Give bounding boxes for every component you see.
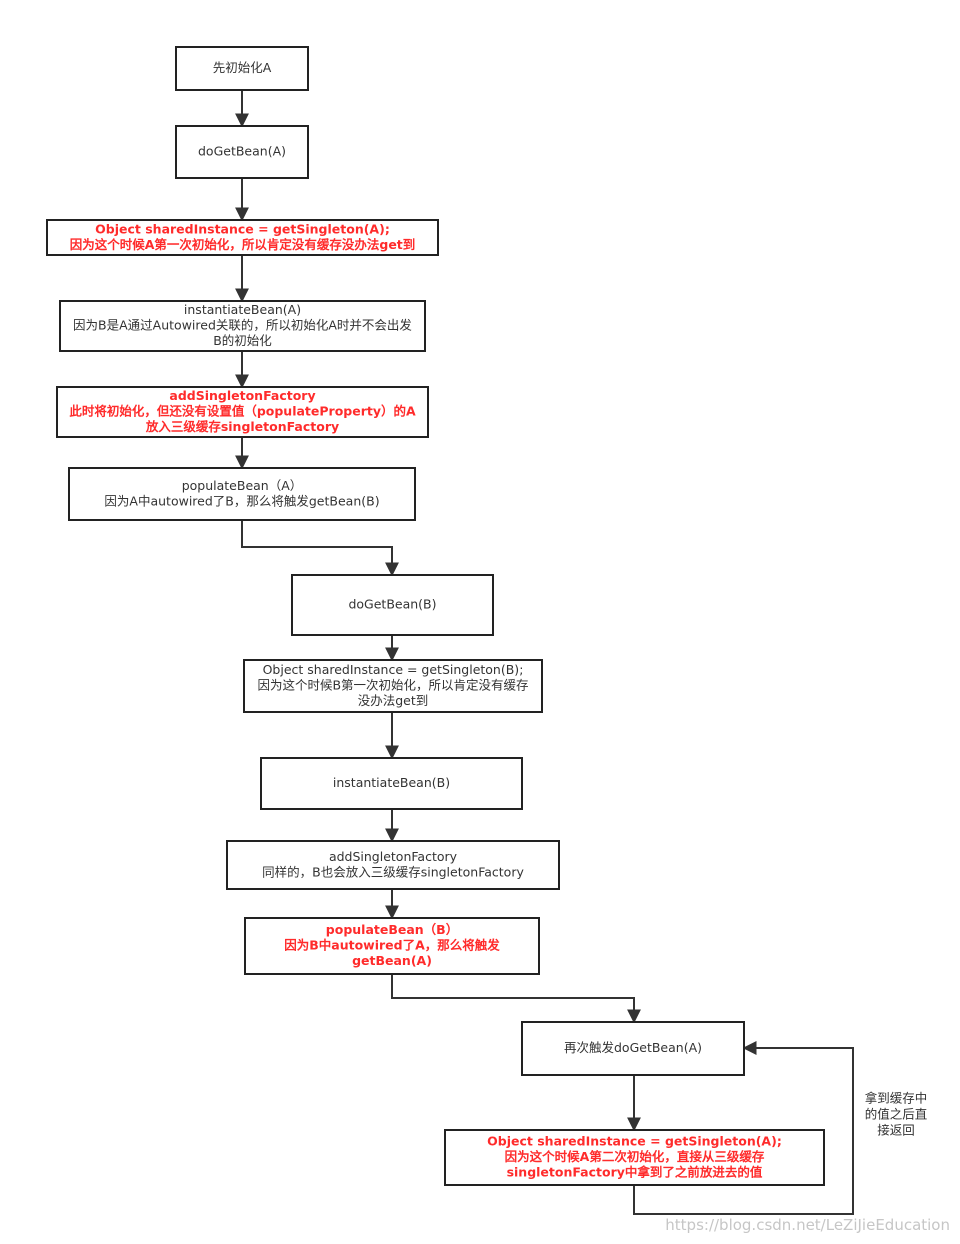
flow-node-text: 因为B中autowired了A，那么将触发 [284,938,500,953]
flow-node-text: 再次触发doGetBean(A) [564,1040,702,1055]
flow-node-n1: 先初始化A [175,46,309,91]
flow-node-text: addSingletonFactory [329,849,458,864]
flow-node-box [243,659,543,713]
flow-node-n8: Object sharedInstance = getSingleton(B);… [243,659,543,713]
arrow-13-12-return [633,1041,854,1215]
flow-node-text: populateBean（A） [182,478,303,493]
flow-node-n2: doGetBean(A) [175,125,309,179]
flow-nodes: 先初始化A doGetBean(A) Object sharedInstance =… [46,46,825,1186]
flow-node-text: 此时将初始化，但还没有设置值（populateProperty）的A [69,404,416,419]
flow-node-box [59,300,426,352]
flow-node-n6: populateBean（A）因为A中autowired了B，那么将触发getB… [68,467,416,521]
flow-node-text: 因为这个时候B第一次初始化，所以肯定没有缓存 [257,678,528,693]
flow-node-n12: 再次触发doGetBean(A) [521,1021,745,1076]
arrow-11-12 [391,974,641,1024]
connectors [235,90,854,1215]
flow-node-box [291,574,494,636]
flow-node-box [56,386,429,438]
flow-node-box [521,1021,745,1076]
flow-node-text: 因为A中autowired了B，那么将触发getBean(B) [104,493,379,508]
flow-node-text: Object sharedInstance = getSingleton(B); [263,662,524,677]
flow-node-box [68,467,416,521]
flow-node-text: doGetBean(A) [198,144,286,159]
flow-node-n7: doGetBean(B) [291,574,494,636]
flow-node-text: addSingletonFactory [169,388,315,403]
flow-node-n5: addSingletonFactory此时将初始化，但还没有设置值（popula… [56,386,429,438]
side-note-line: 的值之后直 [865,1107,928,1122]
flow-node-text: 因为这个时候A第一次初始化，所以肯定没有缓存没办法get到 [70,237,416,252]
side-note-line: 接返回 [877,1123,915,1138]
flow-node-text: Object sharedInstance = getSingleton(A); [487,1134,782,1149]
flow-node-text: 放入三级缓存singletonFactory [145,419,339,434]
flow-node-text: 先初始化A [213,60,272,75]
flow-node-text: populateBean（B） [326,922,458,937]
flow-node-text: 没办法get到 [358,693,429,708]
flow-node-text: 因为B是A通过Autowired关联的，所以初始化A时并不会出发 [73,318,412,333]
flow-node-n9: instantiateBean(B) [260,757,523,810]
flow-node-text: getBean(A) [352,953,432,968]
flow-node-text: doGetBean(B) [348,597,436,612]
flow-node-text: B的初始化 [213,333,272,348]
flow-node-text: 同样的，B也会放入三级缓存singletonFactory [262,864,524,879]
flow-node-n3: Object sharedInstance = getSingleton(A);… [46,219,439,256]
flow-node-text: Object sharedInstance = getSingleton(A); [95,221,390,236]
flow-node-text: singletonFactory中拿到了之前放进去的值 [507,1165,763,1180]
flow-node-box [244,917,540,975]
flow-node-n10: addSingletonFactory同样的，B也会放入三级缓存singleto… [226,840,560,890]
flow-node-text: 因为这个时候A第二次初始化，直接从三级缓存 [505,1149,765,1164]
flow-node-text: instantiateBean(B) [333,775,450,790]
flow-node-box [444,1129,825,1186]
flow-node-n11: populateBean（B）因为B中autowired了A，那么将触发getB… [244,917,540,975]
flow-node-text: instantiateBean(A) [184,302,301,317]
flow-node-box [260,757,523,810]
flow-node-n13: Object sharedInstance = getSingleton(A);… [444,1129,825,1186]
flow-node-box [175,46,309,91]
flow-node-box [46,219,439,256]
side-note-line: 拿到缓存中 [865,1091,928,1106]
flow-node-box [226,840,560,890]
watermark: https://blog.csdn.net/LeZiJieEducation [665,1216,950,1234]
flow-node-n4: instantiateBean(A)因为B是A通过Autowired关联的，所以… [59,300,426,352]
arrow-6-7 [241,520,399,577]
flow-node-box [175,125,309,179]
